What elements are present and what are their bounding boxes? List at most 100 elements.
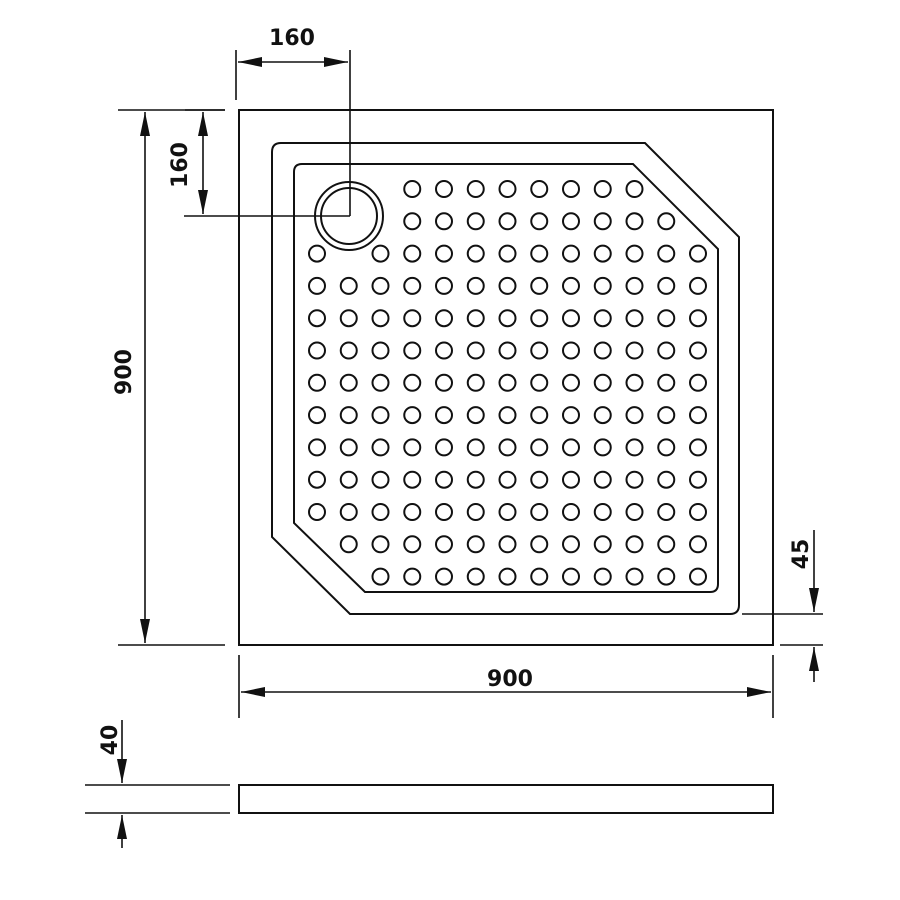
anti-slip-dot — [625, 503, 644, 521]
anti-slip-dot — [689, 503, 707, 521]
dimension-height: 900 — [112, 109, 225, 646]
anti-slip-dot — [530, 212, 549, 231]
anti-slip-dot — [689, 535, 707, 554]
anti-slip-dot — [689, 309, 707, 328]
anti-slip-dot — [466, 470, 485, 489]
anti-slip-dot — [593, 212, 612, 231]
anti-slip-dot — [466, 503, 485, 521]
anti-slip-dot — [625, 341, 644, 360]
anti-slip-dot — [466, 244, 485, 263]
anti-slip-dot — [371, 567, 390, 586]
dimension-drain-x: 160 — [184, 26, 351, 217]
anti-slip-dot — [435, 567, 453, 586]
anti-slip-dot — [371, 276, 390, 295]
dimension-label: 40 — [98, 725, 123, 756]
anti-slip-dot — [689, 567, 707, 586]
anti-slip-dot — [625, 180, 644, 198]
anti-slip-dot — [562, 244, 580, 263]
anti-slip-dot — [339, 503, 358, 521]
anti-slip-dot — [466, 276, 485, 295]
anti-slip-dot — [403, 212, 422, 231]
anti-slip-dot — [593, 567, 612, 586]
anti-slip-dot — [466, 341, 485, 360]
anti-slip-dot — [657, 276, 676, 295]
anti-slip-dot — [435, 438, 453, 457]
anti-slip-dot — [466, 438, 485, 457]
anti-slip-dot — [562, 535, 580, 554]
anti-slip-dot — [498, 535, 517, 554]
anti-slip-dot — [562, 276, 580, 295]
anti-slip-dot — [308, 470, 326, 489]
anti-slip-dot — [625, 567, 644, 586]
anti-slip-dot — [689, 276, 707, 295]
anti-slip-dot — [466, 212, 485, 231]
anti-slip-dot — [435, 276, 453, 295]
anti-slip-dot — [498, 373, 517, 392]
dimension-label: 45 — [789, 539, 814, 570]
anti-slip-dot — [403, 373, 422, 392]
anti-slip-dot — [371, 535, 390, 554]
anti-slip-dot — [562, 438, 580, 457]
anti-slip-dot — [403, 309, 422, 328]
top-view — [238, 109, 774, 646]
anti-slip-dot — [593, 503, 612, 521]
anti-slip-dot — [562, 503, 580, 521]
anti-slip-dot — [625, 276, 644, 295]
anti-slip-dot — [403, 535, 422, 554]
anti-slip-dot — [435, 406, 453, 425]
anti-slip-dot — [689, 470, 707, 489]
anti-slip-dot — [435, 244, 453, 263]
anti-slip-dot — [435, 341, 453, 360]
tray-side-profile — [238, 784, 774, 814]
anti-slip-dot — [498, 341, 517, 360]
anti-slip-dot — [530, 309, 549, 328]
anti-slip-dot — [498, 180, 517, 198]
anti-slip-dot — [308, 503, 326, 521]
anti-slip-dot — [689, 244, 707, 263]
anti-slip-dot — [593, 276, 612, 295]
anti-slip-dot — [498, 567, 517, 586]
anti-slip-dot — [403, 406, 422, 425]
anti-slip-dot — [689, 373, 707, 392]
anti-slip-dot — [339, 309, 358, 328]
anti-slip-dot — [498, 470, 517, 489]
anti-slip-dot — [657, 406, 676, 425]
dimension-drain-y: 160 — [168, 109, 225, 214]
dimension-label: 160 — [168, 142, 193, 188]
dimension-label: 160 — [269, 26, 315, 51]
anti-slip-dot — [530, 276, 549, 295]
anti-slip-dot — [689, 341, 707, 360]
anti-slip-dot — [562, 373, 580, 392]
anti-slip-dot — [593, 244, 612, 263]
anti-slip-dot — [689, 406, 707, 425]
anti-slip-dot — [530, 470, 549, 489]
anti-slip-dot — [593, 341, 612, 360]
anti-slip-dot — [466, 406, 485, 425]
anti-slip-dot — [498, 438, 517, 457]
anti-slip-dot — [498, 212, 517, 231]
anti-slip-dot — [498, 503, 517, 521]
anti-slip-dot — [308, 309, 326, 328]
anti-slip-dot — [593, 373, 612, 392]
anti-slip-dot — [657, 309, 676, 328]
anti-slip-dot — [371, 244, 390, 263]
anti-slip-dot — [371, 373, 390, 392]
anti-slip-dot — [466, 373, 485, 392]
anti-slip-dot — [530, 567, 549, 586]
anti-slip-dot — [562, 470, 580, 489]
anti-slip-dot — [403, 276, 422, 295]
anti-slip-dot — [339, 406, 358, 425]
anti-slip-dot — [625, 406, 644, 425]
anti-slip-dot — [593, 535, 612, 554]
anti-slip-dot — [530, 341, 549, 360]
anti-slip-dot — [593, 309, 612, 328]
anti-slip-dot — [466, 567, 485, 586]
anti-slip-dot — [308, 373, 326, 392]
dimension-label: 900 — [112, 349, 137, 395]
anti-slip-dot — [530, 244, 549, 263]
anti-slip-dot — [339, 373, 358, 392]
anti-slip-dot-grid — [308, 180, 707, 586]
anti-slip-dot — [403, 244, 422, 263]
anti-slip-dot — [308, 438, 326, 457]
